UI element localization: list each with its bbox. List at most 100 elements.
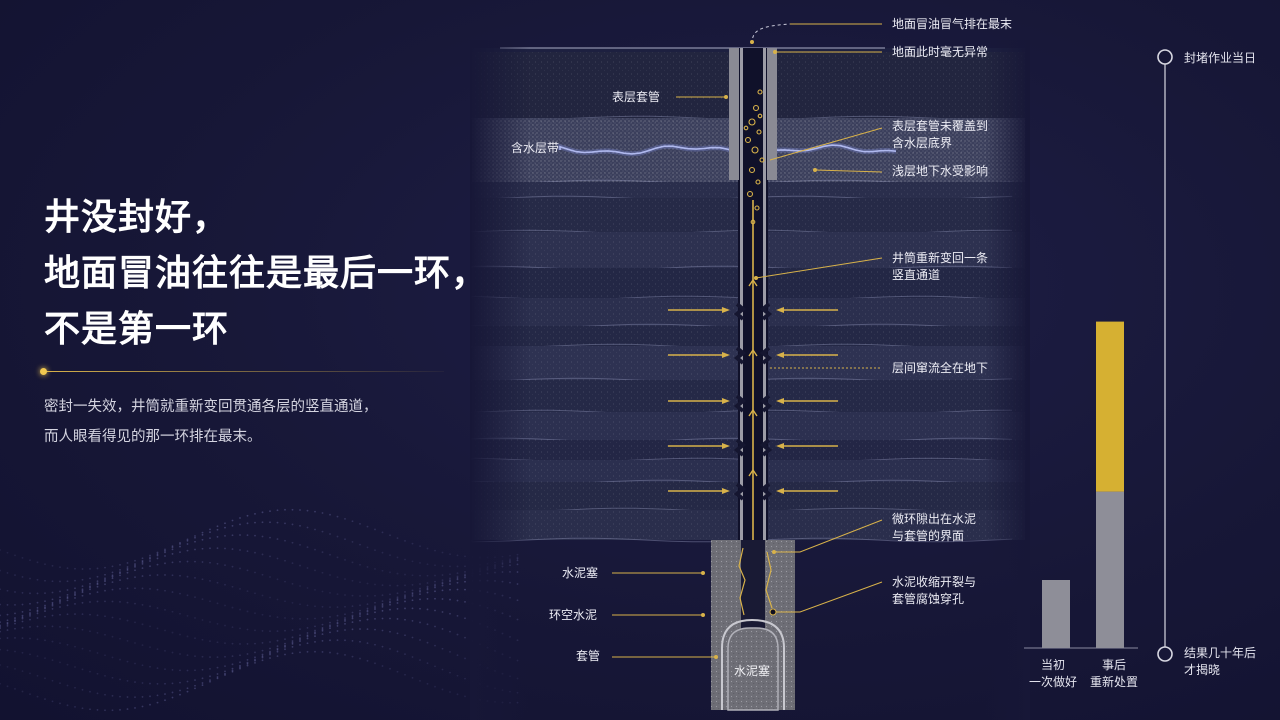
- wave-dot: [14, 574, 16, 576]
- wave-dot: [74, 705, 76, 708]
- wave-dot: [254, 571, 256, 574]
- wave-dot: [44, 657, 46, 659]
- wave-dot: [434, 625, 436, 628]
- wave-dot: [396, 584, 399, 587]
- wave-dot: [51, 640, 54, 643]
- arrowhead-left: [776, 488, 784, 494]
- wave-dot: [111, 581, 114, 583]
- wave-dot: [224, 672, 226, 675]
- wave-dot: [0, 630, 1, 633]
- wave-dot: [344, 578, 346, 580]
- wave-dot: [74, 594, 76, 597]
- wave-dot: [314, 528, 316, 531]
- page-title: 井没封好， 地面冒油往往是最后一环， 不是第一环: [44, 190, 487, 358]
- wave-dot: [276, 639, 279, 642]
- wave-dot: [111, 574, 114, 577]
- wave-dot: [141, 559, 144, 562]
- wave-dot: [351, 615, 354, 618]
- wave-dot: [344, 605, 346, 608]
- wave-dot: [21, 611, 24, 613]
- wave-dot: [141, 557, 144, 560]
- wave-dot: [194, 596, 196, 599]
- wave-dot: [464, 657, 466, 660]
- casing-wall-right: [763, 48, 766, 540]
- arrowhead-right: [722, 443, 730, 449]
- wave-dot: [434, 549, 436, 552]
- wave-dot: [381, 645, 384, 648]
- leader-microannulus: [774, 519, 883, 553]
- wave-dot: [284, 648, 286, 651]
- label-crossflow: 层间窜流全在地下: [892, 361, 989, 375]
- aquifer-water-line: [559, 144, 897, 156]
- wave-dot: [179, 574, 181, 577]
- wave-dot: [216, 656, 219, 659]
- wave-dot: [344, 622, 346, 625]
- wave-dot: [231, 626, 234, 629]
- stratum-boundary: [471, 437, 1013, 443]
- wave-dot: [231, 524, 234, 527]
- wave-dot: [441, 647, 444, 650]
- wave-dot: [336, 606, 339, 608]
- wave-dot: [389, 600, 391, 603]
- wave-dot: [96, 580, 99, 583]
- wave-dot: [149, 556, 151, 559]
- wave-dot: [149, 703, 151, 706]
- wave-dot: [411, 593, 414, 595]
- wave-dot: [426, 574, 429, 577]
- timeline-start-node: [1157, 49, 1173, 65]
- wave-dot: [156, 607, 159, 609]
- wave-dot: [276, 578, 279, 581]
- wave-dot: [381, 602, 384, 605]
- wave-dot: [464, 617, 466, 620]
- wave-dot: [329, 624, 331, 627]
- wave-dot: [209, 561, 211, 564]
- wave-dot: [389, 598, 391, 601]
- wave-dot: [389, 608, 391, 611]
- arrowhead-right: [722, 488, 730, 494]
- wave-dot: [276, 649, 279, 651]
- wave-dot: [201, 561, 204, 563]
- wave-dot: [269, 521, 271, 524]
- wave-dot: [269, 652, 271, 654]
- wave-dot: [464, 555, 466, 558]
- wave-dot: [389, 648, 391, 650]
- wave-dot: [351, 579, 354, 582]
- wave-dot: [104, 577, 106, 580]
- leader-vertical-channel: [755, 257, 883, 279]
- summary-line-1: 密封一失效，井筒就重新变回贯通各层的竖直通道，: [44, 399, 378, 415]
- wave-dot: [276, 650, 279, 653]
- timeline-bar-chart: [1024, 49, 1173, 662]
- wave-dot: [366, 618, 369, 621]
- wave-dot: [156, 627, 159, 630]
- wave-dot: [186, 690, 189, 693]
- wave-dot: [389, 554, 391, 557]
- wave-dot: [14, 612, 16, 615]
- label-surface-seep: 地面冒油冒气排在最末: [892, 17, 1013, 31]
- wave-dot: [246, 514, 249, 517]
- timeline-end-node: [1157, 646, 1173, 662]
- wave-dot: [6, 551, 9, 554]
- wave-dot: [89, 708, 91, 711]
- wave-dot: [111, 565, 114, 568]
- wave-dot: [74, 666, 76, 668]
- stratum-boundary: [471, 265, 1013, 271]
- wave-dot: [209, 528, 211, 531]
- wave-dot: [29, 577, 31, 580]
- label-cement-cracking: 水泥收缩开裂与 套管腐蚀穿孔: [892, 575, 977, 606]
- wave-dot: [156, 694, 159, 697]
- wave-dot: [51, 591, 54, 594]
- wave-dot: [321, 627, 324, 629]
- wave-dot: [51, 625, 54, 628]
- wave-dot: [456, 577, 459, 579]
- wave-dot: [329, 621, 331, 624]
- wave-dot: [389, 534, 391, 537]
- wave-dot: [21, 651, 24, 654]
- wave-dot: [419, 593, 421, 596]
- fade-right: [985, 40, 1030, 720]
- wave-dot: [254, 651, 256, 654]
- wave-dot: [396, 602, 399, 604]
- wave-dot: [89, 690, 91, 693]
- wave-dot: [89, 613, 91, 616]
- gold-divider: [44, 371, 444, 372]
- wave-dot: [59, 613, 61, 616]
